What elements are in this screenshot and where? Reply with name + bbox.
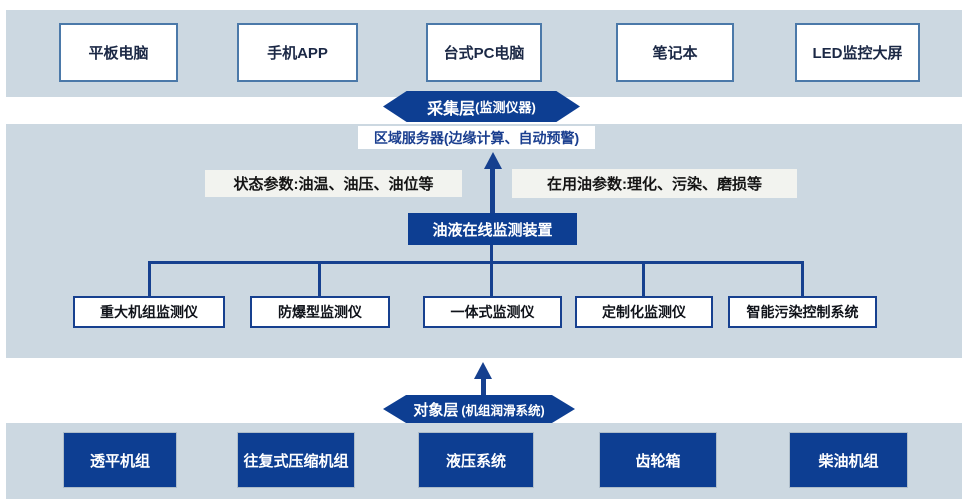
collection-layer-subtitle: (监测仪器) xyxy=(475,100,536,115)
object-layer-banner: 对象层 (机组润滑系统) xyxy=(383,395,575,423)
monitor-node-integrated: 一体式监测仪 xyxy=(423,296,562,328)
connector-center-vertical xyxy=(490,245,493,296)
monitor-node-major-unit: 重大机组监测仪 xyxy=(73,296,225,328)
device-node-desktop-pc: 台式PC电脑 xyxy=(426,23,542,82)
connector-drop-5 xyxy=(801,261,804,296)
up-arrow-icon xyxy=(490,166,495,213)
equipment-node-gearbox: 齿轮箱 xyxy=(599,432,717,488)
device-node-tablet: 平板电脑 xyxy=(59,23,178,82)
connector-drop-1 xyxy=(148,261,151,296)
monitor-node-explosion-proof: 防爆型监测仪 xyxy=(250,296,390,328)
monitor-node-pollution-control: 智能污染控制系统 xyxy=(728,296,877,328)
up-arrow-head-icon xyxy=(474,362,492,379)
equipment-node-hydraulic-system: 液压系统 xyxy=(418,432,534,488)
connector-horizontal xyxy=(148,261,804,264)
device-node-led-screen: LED监控大屏 xyxy=(795,23,920,82)
up-arrow-icon xyxy=(481,376,486,395)
status-parameters-label: 状态参数:油温、油压、油位等 xyxy=(205,170,462,197)
equipment-node-turbine: 透平机组 xyxy=(63,432,177,488)
collection-layer-banner: 采集层(监测仪器) xyxy=(383,91,580,122)
regional-server-node: 区域服务器(边缘计算、自动预警) xyxy=(358,126,595,149)
device-node-laptop: 笔记本 xyxy=(616,23,734,82)
oil-parameters-label: 在用油参数:理化、污染、磨损等 xyxy=(512,169,797,198)
equipment-node-diesel-unit: 柴油机组 xyxy=(789,432,908,488)
monitor-node-customized: 定制化监测仪 xyxy=(575,296,713,328)
equipment-node-reciprocating-compressor: 往复式压缩机组 xyxy=(237,432,355,488)
object-layer-title: 对象层 xyxy=(413,401,459,419)
up-arrow-head-icon xyxy=(484,152,502,169)
connector-drop-2 xyxy=(318,261,321,296)
oil-monitoring-device-node: 油液在线监测装置 xyxy=(408,213,577,245)
object-layer-subtitle: (机组润滑系统) xyxy=(461,403,545,418)
connector-drop-4 xyxy=(642,261,645,296)
device-node-phone-app: 手机APP xyxy=(237,23,358,82)
collection-layer-title: 采集层 xyxy=(427,100,476,118)
